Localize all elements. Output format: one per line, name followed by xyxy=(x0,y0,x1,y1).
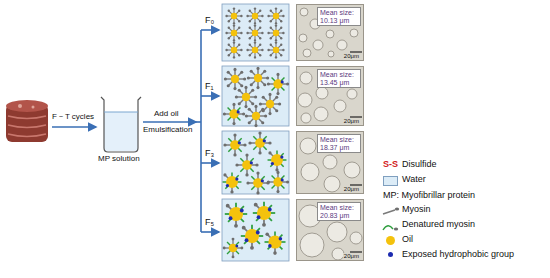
legend-text: Denatured myosin xyxy=(402,220,475,230)
legend-text: Exposed hydrophobic group xyxy=(402,250,514,260)
legend-text: Disulfide xyxy=(402,160,437,170)
legend-text: Myosin xyxy=(402,205,431,215)
legend-swatch xyxy=(386,236,395,245)
disulfide-symbol: S-S xyxy=(383,160,398,170)
process-label: Add oil xyxy=(154,110,178,119)
mean-size-text: Mean size: 18.37 μm xyxy=(320,136,358,151)
legend-swatch xyxy=(383,176,398,186)
mean-size-box: Mean size: 10.13 μm xyxy=(317,7,361,26)
beaker-label: MP solution xyxy=(98,155,140,164)
mean-size-box: Mean size: 18.37 μm xyxy=(317,134,361,153)
micrograph-panel: 20μm Mean size: 20.83 μm xyxy=(296,199,364,261)
sample-label: F₀ xyxy=(205,16,214,26)
sample-label: F₅ xyxy=(205,218,214,228)
scale-bar-label: 20μm xyxy=(343,186,360,192)
sample-label: F₃ xyxy=(205,149,214,159)
legend-text: Oil xyxy=(402,235,413,245)
mean-size-box: Mean size: 13.45 μm xyxy=(317,69,361,88)
micrograph-panel: 20μm Mean size: 10.13 μm xyxy=(296,4,364,61)
sample-label: F₁ xyxy=(205,82,214,92)
micrograph-panel: 20μm Mean size: 13.45 μm xyxy=(296,66,364,126)
scale-bar-label: 20μm xyxy=(343,53,360,59)
process-label: F－T cycles xyxy=(52,113,94,122)
scale-bar-label: 20μm xyxy=(343,118,360,124)
mean-size-box: Mean size: 20.83 μm xyxy=(317,202,361,221)
process-label: Emulsification xyxy=(143,126,192,135)
mean-size-text: Mean size: 20.83 μm xyxy=(320,204,358,219)
mean-size-text: Mean size: 13.45 μm xyxy=(320,71,358,86)
legend-text: Water xyxy=(402,175,426,185)
scale-bar-label: 20μm xyxy=(343,253,360,259)
legend-swatch xyxy=(388,252,393,257)
mean-size-text: Mean size: 10.13 μm xyxy=(320,9,358,24)
micrograph-panel: 20μm Mean size: 18.37 μm xyxy=(296,131,364,194)
legend-note: MP: Myofibrillar protein xyxy=(383,191,475,201)
